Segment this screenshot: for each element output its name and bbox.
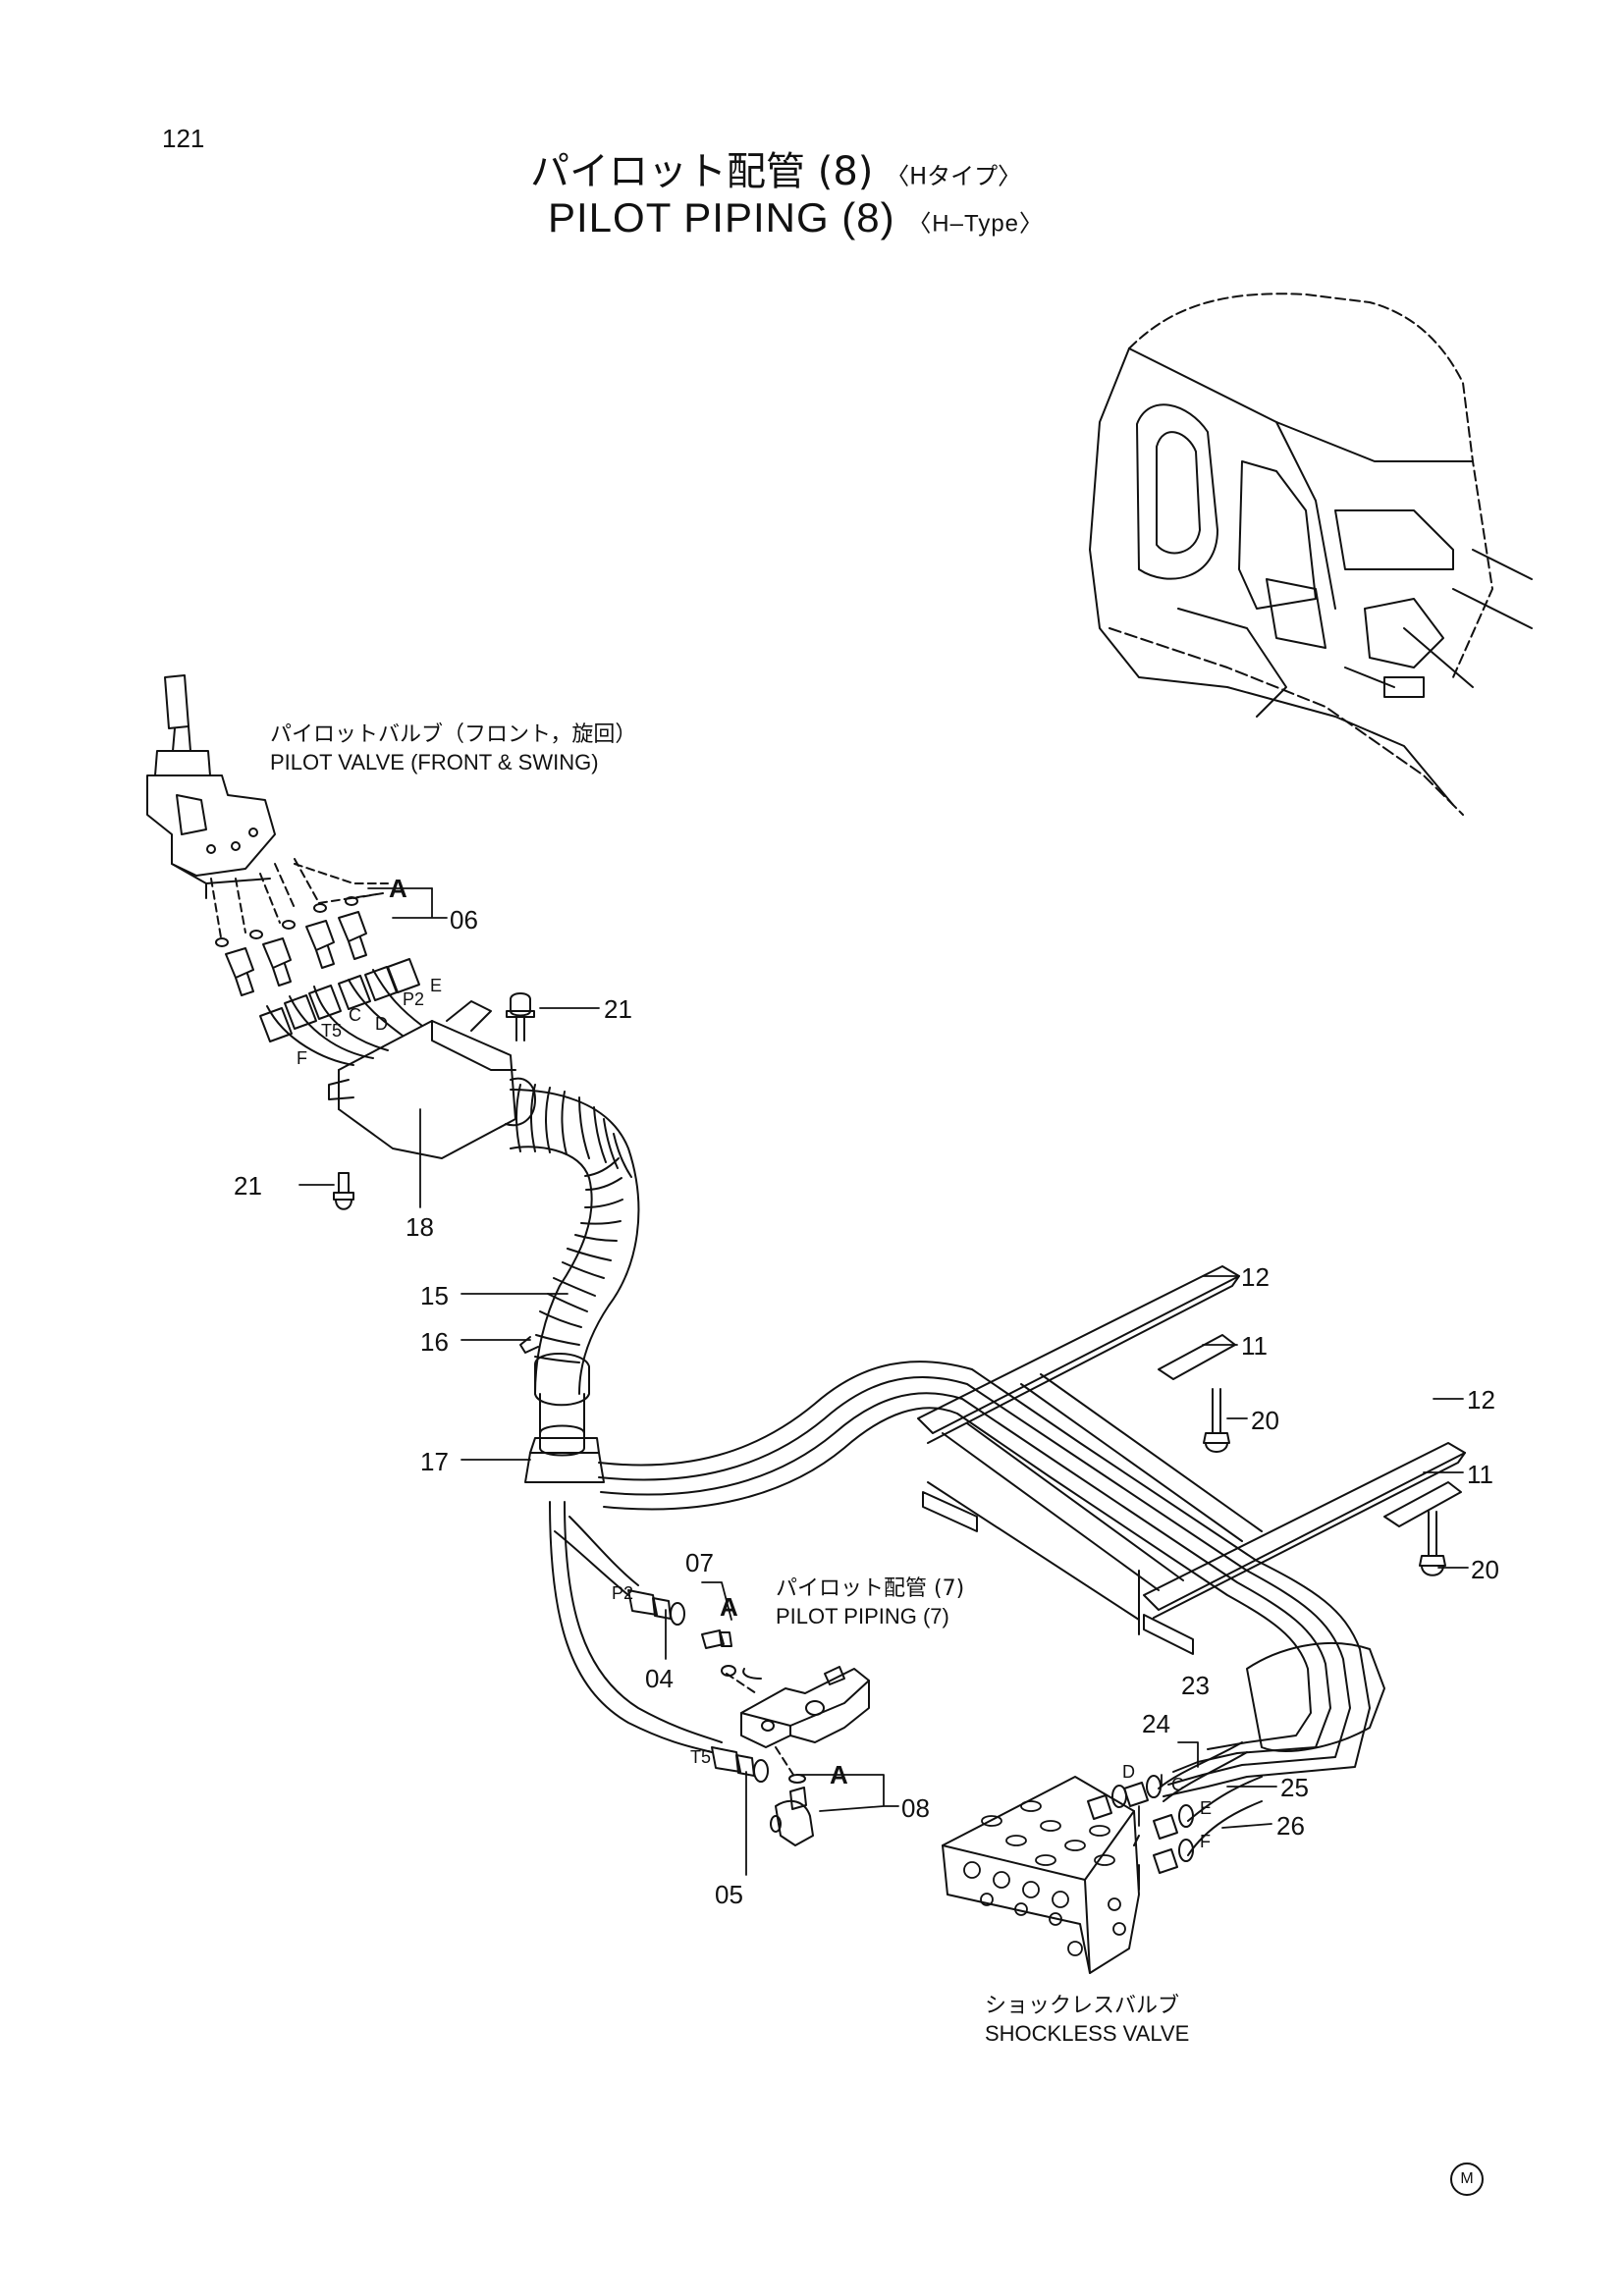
- shockless-valve-label: ショックレスバルブ SHOCKLESS VALVE: [985, 1993, 1189, 2048]
- title-jp-text: パイロット配管 (8): [530, 149, 874, 194]
- part-number-21-lower: 21: [234, 1171, 262, 1201]
- pilot-valve-label: パイロットバルブ（フロント，旋回） PILOT VALVE (FRONT & S…: [270, 721, 636, 776]
- frame-11-12: [917, 1265, 1466, 1655]
- part-number-11-lower: 11: [1467, 1460, 1493, 1489]
- part-number-12-upper: 12: [1241, 1262, 1270, 1292]
- leader-lines: [298, 887, 1469, 1876]
- page-title-jp: パイロット配管 (8) 〈Hタイプ〉: [530, 139, 1021, 196]
- pilot-piping-7-label-jp: パイロット配管 (7): [776, 1576, 965, 1601]
- fitting-04: [554, 1516, 685, 1626]
- part-number-04: 04: [645, 1664, 674, 1693]
- fitting-07: [701, 1629, 736, 1677]
- part-number-25: 25: [1280, 1773, 1309, 1802]
- part-number-24: 24: [1142, 1709, 1170, 1738]
- part-number-11-upper: 11: [1241, 1331, 1268, 1361]
- pilot-valve-label-en: PILOT VALVE (FRONT & SWING): [270, 750, 599, 774]
- port-label-mid-p2: P2: [612, 1583, 634, 1603]
- fittings-06: [215, 896, 367, 996]
- hose-bundle-top: [259, 958, 423, 1066]
- hose-guide-16-17: [519, 1336, 605, 1483]
- part-number-12-lower: 12: [1467, 1385, 1495, 1415]
- shockless-valve-fittings: [1087, 1741, 1263, 1891]
- part-number-20-upper: 20: [1251, 1406, 1279, 1435]
- part-number-15: 15: [420, 1281, 449, 1310]
- shockless-valve-label-jp: ショックレスバルブ: [985, 1994, 1180, 2018]
- port-label-sv-c: C: [1171, 1775, 1184, 1794]
- detail-ref-a-07: A: [720, 1592, 738, 1622]
- title-jp-type: 〈Hタイプ〉: [886, 162, 1022, 190]
- detail-ref-a-top: A: [389, 874, 407, 903]
- title-en-text: PILOT PIPING (8): [548, 194, 895, 240]
- bolt-20-upper: [1203, 1388, 1230, 1453]
- bracket-18: [328, 1000, 536, 1159]
- page-title-en: PILOT PIPING (8) 〈H–Type〉: [548, 194, 1044, 241]
- part-number-18: 18: [406, 1212, 434, 1242]
- part-number-07: 07: [685, 1548, 714, 1577]
- bolt-21-lower: [333, 1172, 354, 1210]
- port-label-sv-e: E: [1200, 1798, 1213, 1818]
- footer-circled-mark: M: [1450, 2163, 1484, 2196]
- part-number-20-lower: 20: [1471, 1555, 1499, 1584]
- part-number-05: 05: [715, 1880, 743, 1909]
- shockless-valve-label-en: SHOCKLESS VALVE: [985, 2021, 1190, 2046]
- port-label-top-p2: P2: [403, 989, 425, 1009]
- fitting-05: [549, 1501, 769, 1783]
- fitting-08: [770, 1774, 814, 1846]
- port-label-top-f: F: [297, 1048, 307, 1068]
- part-number-26: 26: [1276, 1811, 1305, 1841]
- part-number-21-upper: 21: [604, 994, 632, 1024]
- page-number: 121: [162, 124, 205, 153]
- pilot-piping-7-label-en: PILOT PIPING (7): [776, 1604, 949, 1629]
- port-label-top-t5: T5: [321, 1021, 343, 1041]
- pilot-valve-drawing: [146, 674, 276, 899]
- detail-ref-a-08: A: [830, 1760, 848, 1789]
- corrugated-protector-15: [510, 1084, 640, 1395]
- main-hose-run: [598, 1361, 1385, 1797]
- port-label-top-c: C: [349, 1005, 361, 1025]
- part-number-16: 16: [420, 1327, 449, 1357]
- port-label-top-d: D: [375, 1014, 388, 1034]
- part-number-17: 17: [420, 1447, 449, 1476]
- port-label-sv-f: F: [1200, 1832, 1211, 1851]
- shockless-valve-drawing: [942, 1776, 1140, 1974]
- part-number-06: 06: [450, 905, 478, 934]
- port-label-sv-d: D: [1122, 1762, 1135, 1782]
- pilot-piping-7-dash-lines: [726, 1673, 794, 1776]
- port-label-mid-t5: T5: [690, 1747, 712, 1767]
- port-label-top-e: E: [430, 976, 443, 995]
- title-en-type: 〈H–Type〉: [907, 210, 1045, 238]
- bolt-21-upper: [506, 992, 535, 1041]
- pilot-piping-7-block: [740, 1666, 870, 1748]
- bolt-20-lower: [1419, 1511, 1446, 1576]
- cab-locator-view: [1089, 293, 1533, 816]
- pilot-piping-7-label: パイロット配管 (7) PILOT PIPING (7): [776, 1575, 964, 1630]
- pilot-valve-port-lines: [210, 858, 389, 938]
- part-number-23: 23: [1181, 1671, 1210, 1700]
- pilot-valve-label-jp: パイロットバルブ（フロント，旋回）: [270, 722, 637, 747]
- part-number-08: 08: [901, 1793, 930, 1823]
